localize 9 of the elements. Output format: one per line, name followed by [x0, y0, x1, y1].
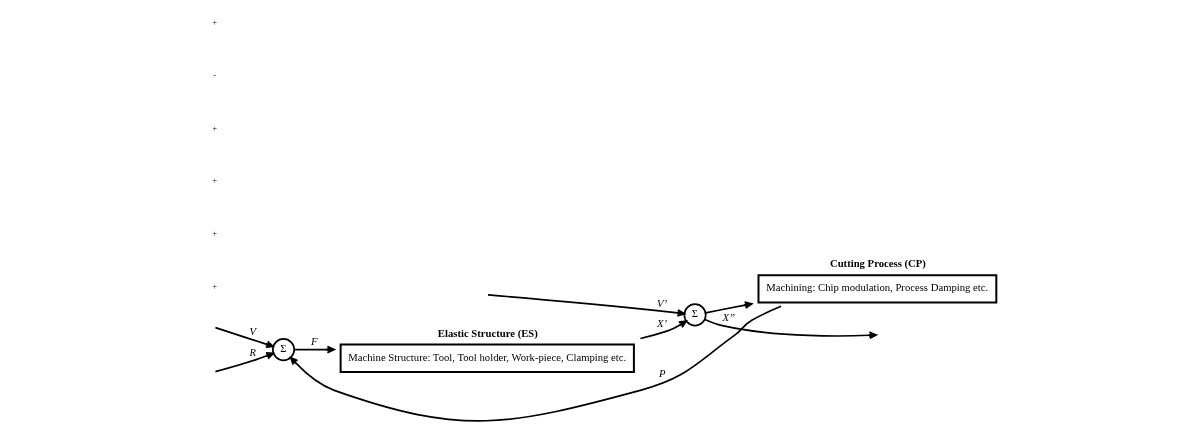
edge-label: P [658, 366, 666, 379]
edge-label: X’’ [722, 311, 735, 324]
edge-label: X’ [656, 316, 668, 329]
edge-label: V [249, 325, 256, 338]
edge-label: R [249, 345, 256, 358]
edge-label: F [310, 335, 318, 348]
node-label: Elastic Structure (ES) [437, 326, 538, 339]
edge-label: V’ [656, 296, 668, 309]
node-label: Cutting Process (CP) [829, 257, 926, 270]
